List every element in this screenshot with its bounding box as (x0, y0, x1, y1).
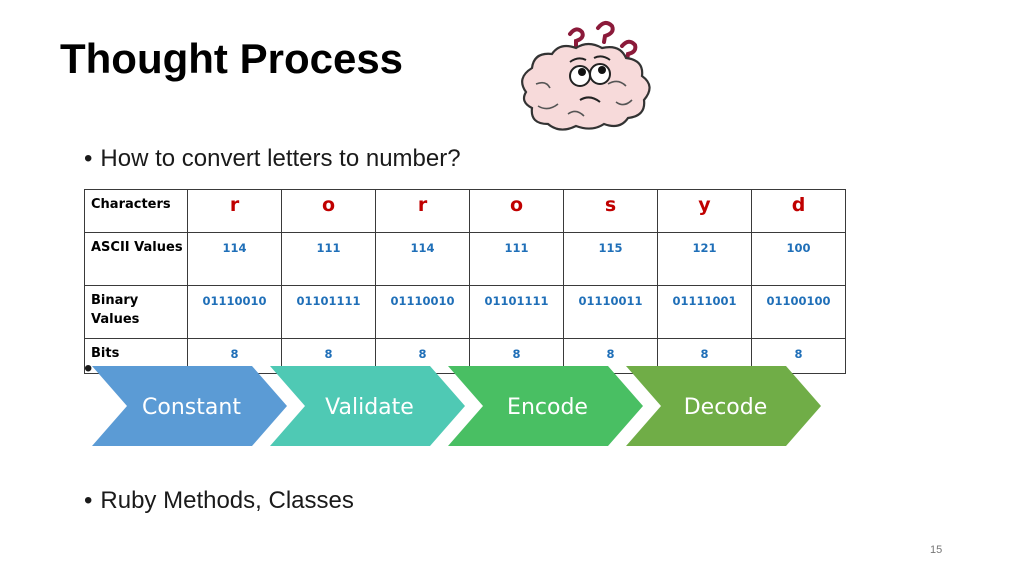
process-step-label: Encode (507, 395, 588, 420)
chevron-shape (270, 366, 465, 446)
bullet-marker: • (84, 487, 93, 514)
process-step-constant: Constant (92, 366, 287, 446)
ascii-binary-table: Characters r o r o s y d ASCII Values 11… (84, 189, 846, 374)
row-label: Characters (84, 189, 188, 233)
page-number: 15 (930, 544, 943, 556)
table-cell: 01100100 (751, 285, 846, 339)
process-step-label: Constant (142, 395, 241, 420)
process-step-label: Validate (325, 395, 414, 420)
table-cell: 114 (375, 232, 470, 286)
table-cell: y (657, 189, 752, 233)
bullet-text: How to convert letters to number? (100, 145, 461, 172)
table-cell: 01110011 (563, 285, 658, 339)
table-row-ascii: ASCII Values 114 111 114 111 115 121 100 (84, 232, 846, 286)
table-cell: 121 (657, 232, 752, 286)
process-step-encode: Encode (448, 366, 643, 446)
bullet-convert-letters: • How to convert letters to number? (84, 145, 461, 173)
table-cell: 115 (563, 232, 658, 286)
process-step-decode: Decode (626, 366, 821, 446)
table-cell: d (751, 189, 846, 233)
table-cell: 01101111 (281, 285, 376, 339)
table-row-binary: Binary Values 01110010 01101111 01110010… (84, 285, 846, 339)
table-cell: 01110010 (187, 285, 282, 339)
table-cell: 01110010 (375, 285, 470, 339)
chevron-shape (92, 366, 287, 446)
row-label: ASCII Values (84, 232, 188, 286)
table-cell: r (375, 189, 470, 233)
row-label: Binary Values (84, 285, 188, 339)
table-cell: 01111001 (657, 285, 752, 339)
table-cell: o (469, 189, 564, 233)
table-row-characters: Characters r o r o s y d (84, 189, 846, 233)
table-cell: 111 (281, 232, 376, 286)
bullet-marker: • (84, 145, 93, 172)
bullet-marker: • (84, 355, 93, 382)
table-cell: s (563, 189, 658, 233)
table-cell: 100 (751, 232, 846, 286)
table-cell: o (281, 189, 376, 233)
process-chevron-diagram: Constant Validate Encode Decode (92, 366, 822, 446)
chevron-shape (626, 366, 821, 446)
process-step-validate: Validate (270, 366, 465, 446)
confused-brain-icon (508, 14, 658, 139)
bullet-hidden: • (84, 355, 100, 383)
table-cell: 01101111 (469, 285, 564, 339)
table-cell: r (187, 189, 282, 233)
process-step-label: Decode (684, 395, 768, 420)
table-cell: 114 (187, 232, 282, 286)
chevron-shape (448, 366, 643, 446)
slide-title: Thought Process (60, 35, 404, 82)
bullet-ruby-methods: • Ruby Methods, Classes (84, 487, 354, 515)
table-cell: 111 (469, 232, 564, 286)
bullet-text: Ruby Methods, Classes (100, 487, 354, 514)
